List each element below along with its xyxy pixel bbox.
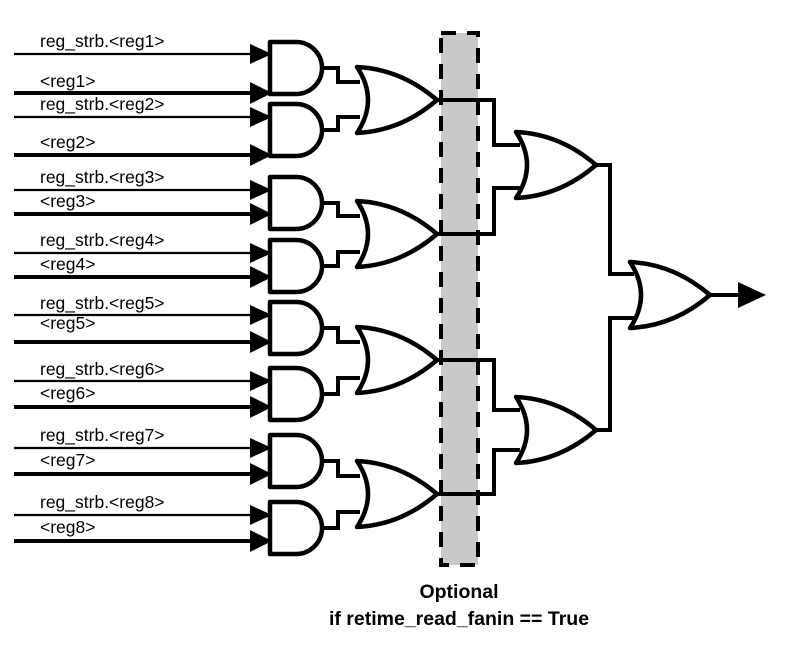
data-arrowhead-1 xyxy=(250,82,272,104)
strobe-arrowhead-2 xyxy=(250,107,272,127)
or-gate-stage3-2 xyxy=(516,397,596,463)
stub-retime2-or5 xyxy=(478,186,520,236)
stub-or6-final xyxy=(596,316,634,432)
and-gates xyxy=(270,42,322,554)
and-gate-2 xyxy=(270,104,322,156)
input-strobe-label-6: reg_strb.<reg6> xyxy=(40,359,165,380)
strobe-arrowhead-5 xyxy=(250,305,272,325)
input-wires xyxy=(14,44,272,552)
stub-and5-or3 xyxy=(322,326,360,344)
output-wire-group xyxy=(709,282,766,308)
or-gate-stage2-1 xyxy=(357,67,437,133)
input-data-label-1: <reg1> xyxy=(40,71,95,91)
data-arrowhead-6 xyxy=(250,396,272,418)
retime-to-or3-stubs xyxy=(478,98,520,496)
or-gate-stage2-2 xyxy=(357,201,437,267)
or-gate-stage3-1 xyxy=(516,132,596,198)
or3-to-final-wires xyxy=(596,163,634,432)
input-strobe-label-7: reg_strb.<reg7> xyxy=(40,425,165,446)
data-arrowhead-2 xyxy=(250,144,272,166)
input-data-label-6: <reg6> xyxy=(40,383,95,403)
and-gate-1 xyxy=(270,42,322,94)
input-strobe-label-8: reg_strb.<reg8> xyxy=(40,492,165,513)
stub-or5-final xyxy=(596,163,634,276)
input-strobe-label-5: reg_strb.<reg5> xyxy=(40,293,165,314)
and-gate-5 xyxy=(270,302,322,354)
and-gate-4 xyxy=(270,240,322,292)
stub-retime3-or6 xyxy=(478,358,520,412)
and-to-or-stubs xyxy=(322,66,360,530)
and-gate-3 xyxy=(270,177,322,229)
strobe-arrowhead-3 xyxy=(250,180,272,200)
or-gates-stage2 xyxy=(357,67,437,527)
stub-and7-or4 xyxy=(322,459,360,478)
or-gate-stage2-3 xyxy=(357,327,437,393)
input-data-label-8: <reg8> xyxy=(40,517,95,537)
strobe-arrowhead-4 xyxy=(250,243,272,263)
stub-and2-or1 xyxy=(322,115,360,132)
stub-retime4-or6 xyxy=(478,448,520,496)
retime-crossing-wires xyxy=(437,98,478,496)
output-arrow-icon xyxy=(738,282,766,308)
input-strobe-label-4: reg_strb.<reg4> xyxy=(40,230,165,251)
and-gate-6 xyxy=(270,368,322,420)
input-data-label-2: <reg2> xyxy=(40,132,95,152)
input-strobe-label-3: reg_strb.<reg3> xyxy=(40,167,165,188)
input-data-label-5: <reg5> xyxy=(40,313,95,333)
stub-and8-or4 xyxy=(322,510,360,530)
caption-line-optional: Optional xyxy=(419,581,498,603)
stub-and6-or3 xyxy=(322,376,360,396)
strobe-arrowhead-7 xyxy=(250,438,272,458)
data-arrowhead-5 xyxy=(250,331,272,353)
input-strobe-label-1: reg_strb.<reg1> xyxy=(40,31,165,52)
or-gates-stage3 xyxy=(516,132,596,463)
stub-retime1-or5 xyxy=(478,98,520,147)
data-arrowhead-8 xyxy=(250,530,272,552)
stub-and4-or2 xyxy=(322,250,360,268)
input-data-label-4: <reg4> xyxy=(40,254,95,274)
input-data-label-7: <reg7> xyxy=(40,450,95,470)
input-labels: reg_strb.<reg1> <reg1> reg_strb.<reg2> <… xyxy=(40,31,165,537)
or-gate-stage2-4 xyxy=(357,461,437,527)
stub-and1-or1 xyxy=(322,66,360,84)
strobe-arrowhead-6 xyxy=(250,371,272,391)
input-strobe-label-2: reg_strb.<reg2> xyxy=(40,94,165,115)
data-arrowhead-4 xyxy=(250,266,272,288)
caption-group: Optional if retime_read_fanin == True xyxy=(329,581,589,630)
data-arrowhead-3 xyxy=(250,203,272,225)
strobe-arrowhead-1 xyxy=(250,44,272,64)
strobe-arrowhead-8 xyxy=(250,505,272,525)
stub-and3-or2 xyxy=(322,201,360,218)
optional-retime-box xyxy=(439,31,480,567)
data-arrowhead-7 xyxy=(250,463,272,485)
and-gate-8 xyxy=(270,502,322,554)
caption-line-condition: if retime_read_fanin == True xyxy=(329,608,589,630)
and-gate-7 xyxy=(270,435,322,487)
input-data-label-3: <reg3> xyxy=(40,191,95,211)
or-gate-final xyxy=(630,262,710,328)
